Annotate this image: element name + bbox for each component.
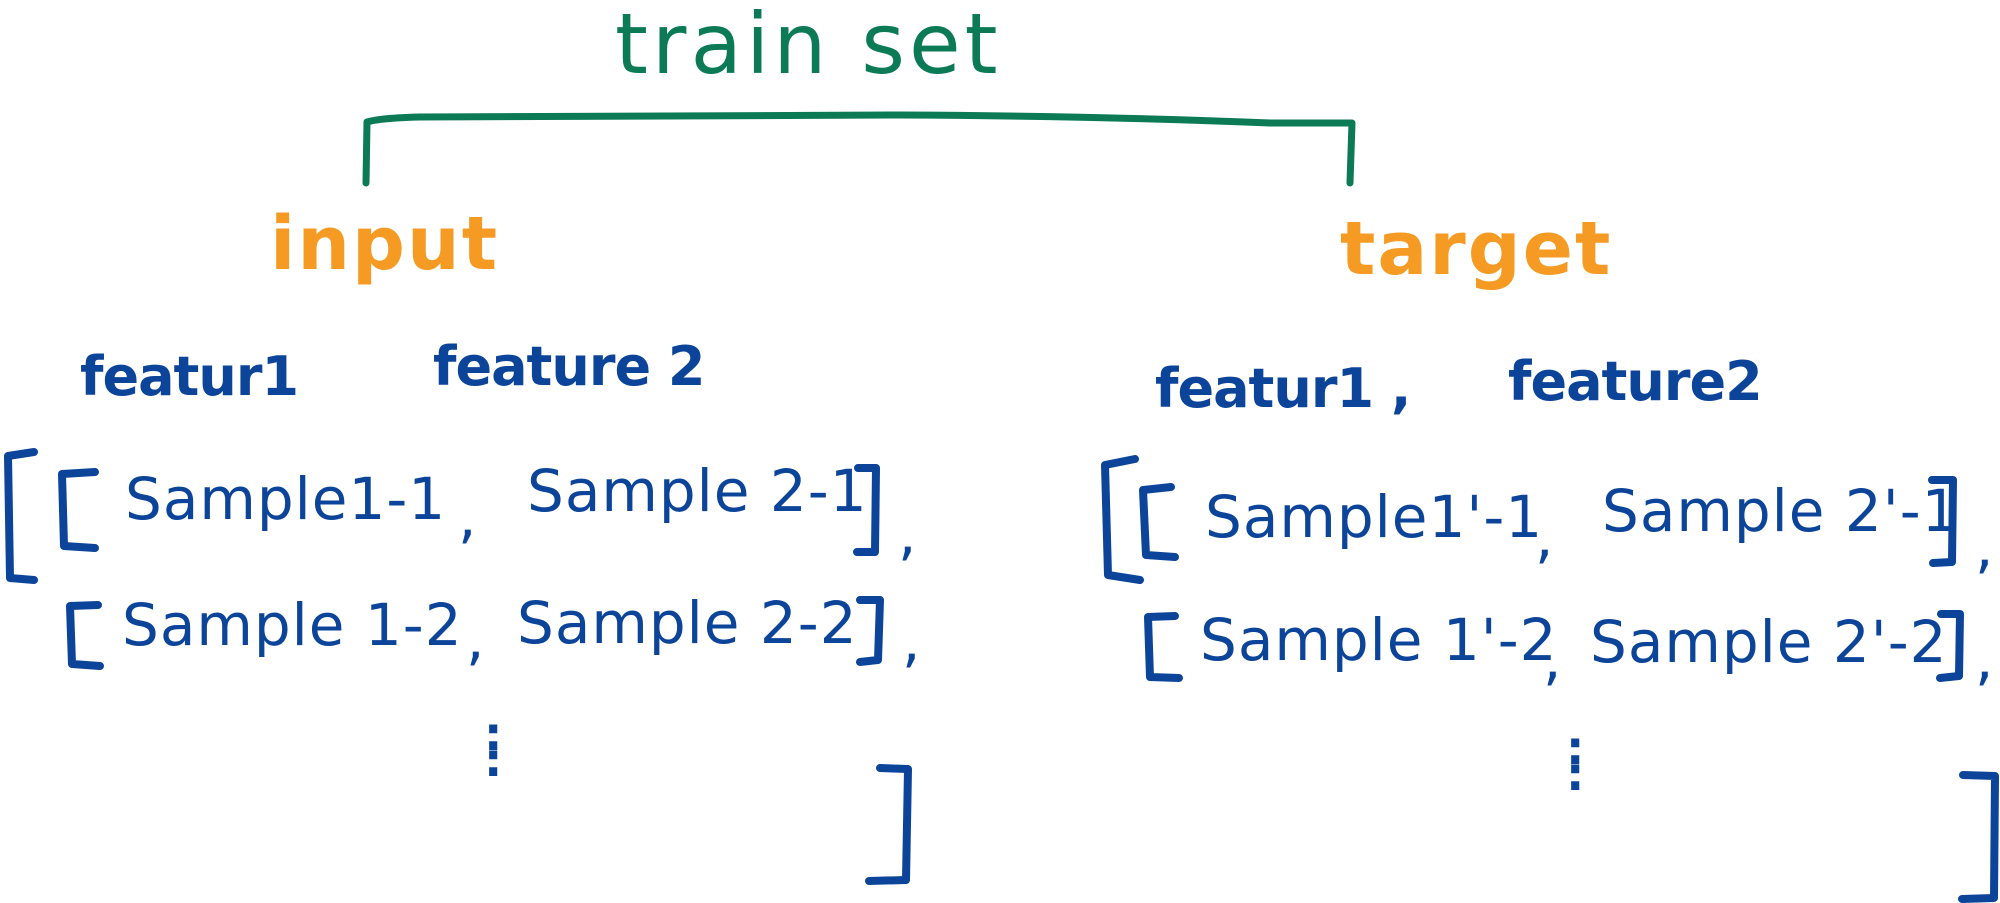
input-feature-1-label: featur1 bbox=[80, 345, 299, 408]
input-row1-separator: , bbox=[458, 483, 478, 551]
input-row2-comma: , bbox=[902, 607, 922, 675]
input-sample-1-2: Sample 1-2 bbox=[122, 591, 463, 659]
input-row1-comma: , bbox=[898, 500, 918, 568]
target-row1-close-bracket bbox=[1928, 476, 1957, 567]
input-outer-close-bracket bbox=[865, 764, 912, 885]
input-sample-2-1: Sample 2-1 bbox=[527, 457, 868, 525]
target-outer-open-bracket bbox=[1101, 455, 1144, 584]
target-sample-2-1: Sample 2'-1 bbox=[1602, 477, 1960, 545]
input-feature-2-label: feature 2 bbox=[433, 335, 705, 398]
input-sample-1-1: Sample1-1 bbox=[125, 465, 447, 533]
target-sample-1-2: Sample 1'-2 bbox=[1200, 606, 1558, 674]
target-row1-open-bracket bbox=[1139, 483, 1179, 561]
input-row2-close-bracket bbox=[856, 596, 884, 666]
input-row2-open-bracket bbox=[66, 601, 104, 670]
target-label: target bbox=[1340, 206, 1613, 292]
target-sample-2-2: Sample 2'-2 bbox=[1590, 608, 1948, 676]
target-outer-close-bracket bbox=[1958, 771, 1999, 903]
input-row1-open-bracket bbox=[58, 468, 99, 552]
input-sample-2-2: Sample 2-2 bbox=[517, 589, 858, 657]
target-feature-1-label: featur1 , bbox=[1155, 357, 1411, 420]
target-row2-open-bracket bbox=[1144, 612, 1183, 682]
target-row2-close-bracket bbox=[1936, 610, 1964, 682]
input-ellipsis-upper: : bbox=[484, 707, 504, 761]
input-row1-close-bracket bbox=[853, 464, 880, 556]
input-row2-separator: , bbox=[466, 605, 486, 673]
target-ellipsis-upper: : bbox=[1566, 721, 1586, 775]
target-sample-1-1: Sample1'-1 bbox=[1205, 483, 1544, 551]
diagram-title: train set bbox=[615, 0, 1002, 93]
target-feature-2-label: feature2 bbox=[1508, 350, 1763, 413]
train-set-bracket bbox=[362, 111, 1356, 187]
input-outer-open-bracket bbox=[4, 448, 38, 584]
input-ellipsis-lower: : bbox=[484, 733, 504, 787]
target-row2-separator: , bbox=[1543, 625, 1563, 693]
input-label: input bbox=[270, 201, 500, 287]
target-row2-comma: , bbox=[1975, 625, 1995, 693]
target-row1-comma: , bbox=[1975, 513, 1995, 581]
target-ellipsis-lower: : bbox=[1566, 747, 1586, 801]
target-row1-separator: , bbox=[1535, 503, 1555, 571]
